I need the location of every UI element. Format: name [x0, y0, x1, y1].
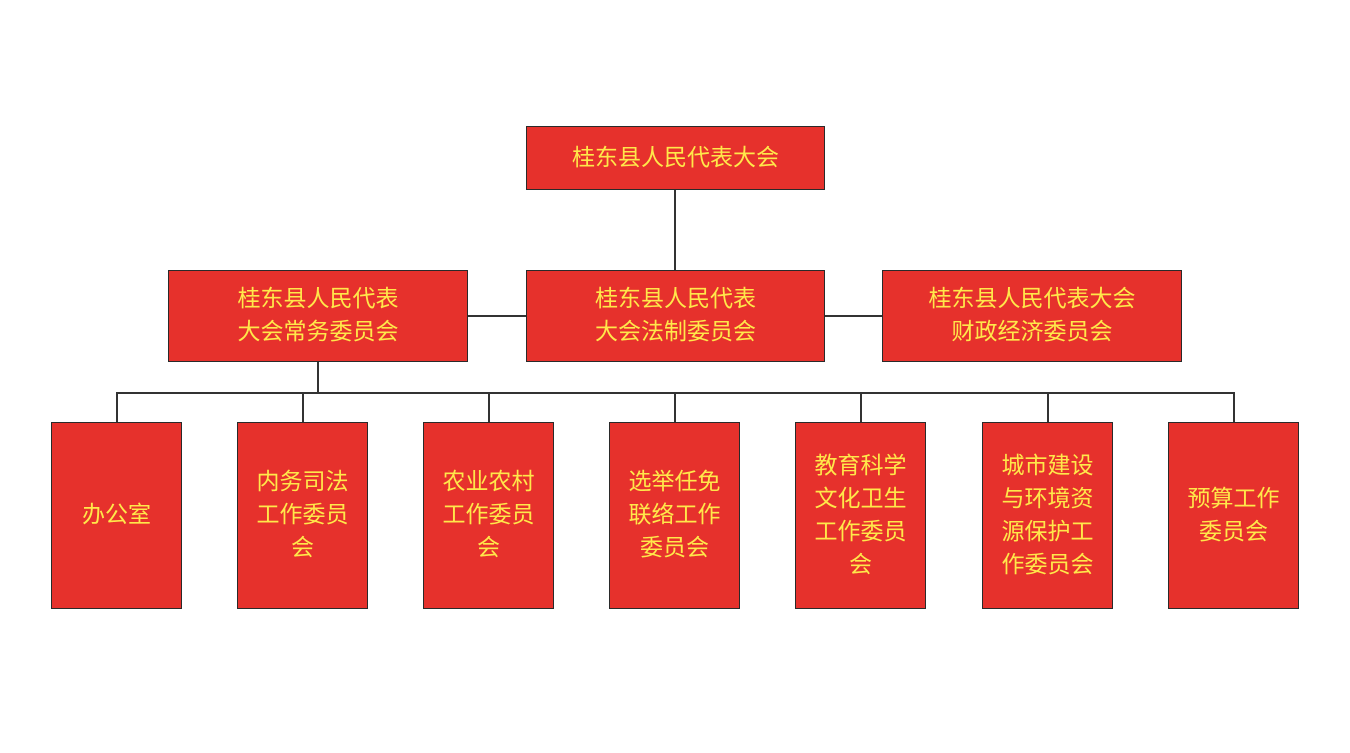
node-label-line: 源保护工	[1001, 518, 1094, 545]
connector-drop-1	[116, 392, 118, 423]
node-office: 办公室	[51, 422, 182, 609]
node-label: 桂东县人民代表大会常务委员会	[238, 283, 399, 349]
connector-drop-2	[302, 392, 304, 423]
node-budget-committee: 预算工作委员会	[1168, 422, 1299, 609]
node-label: 桂东县人民代表大会	[572, 142, 779, 175]
node-legal-committee: 桂东县人民代表大会法制委员会	[526, 270, 825, 362]
connector-drop-4	[674, 392, 676, 423]
node-label-line: 与环境资	[1001, 485, 1094, 512]
node-label: 桂东县人民代表大会法制委员会	[595, 283, 756, 349]
node-label-line: 工作委员	[814, 518, 907, 545]
node-finance-economic-committee: 桂东县人民代表大会财政经济委员会	[882, 270, 1182, 362]
node-label-line: 桂东县人民代表	[595, 286, 756, 312]
node-label-line: 选举任免	[628, 469, 721, 495]
node-label-line: 财政经济委员会	[951, 319, 1113, 345]
node-label-line: 桂东县人民代表	[237, 286, 399, 312]
connector-drop-5	[860, 392, 862, 423]
node-label-line: 大会法制委员会	[595, 319, 756, 345]
node-label-line: 预算工作	[1187, 485, 1280, 512]
node-label-line: 联络工作	[628, 502, 721, 528]
node-label-line: 桂东县人民代表大会	[572, 144, 779, 171]
node-internal-judicial-committee: 内务司法工作委员会	[237, 422, 368, 609]
node-label-line: 大会常务委员会	[237, 319, 399, 345]
node-label-line: 会	[291, 535, 314, 561]
node-label-line: 农业农村	[442, 469, 535, 495]
node-label-line: 会	[477, 535, 500, 561]
node-label: 农业农村工作委员会	[443, 466, 535, 565]
node-label-line: 委员会	[640, 535, 709, 561]
connector-drop-7	[1233, 392, 1235, 423]
node-label-line: 教育科学	[814, 452, 907, 479]
connector-standing-to-bus	[317, 361, 319, 392]
node-election-appointment-committee: 选举任免联络工作委员会	[609, 422, 740, 609]
node-label-line: 委员会	[1199, 518, 1268, 545]
node-agriculture-rural-committee: 农业农村工作委员会	[423, 422, 554, 609]
node-label: 城市建设与环境资源保护工作委员会	[1002, 450, 1094, 582]
node-label-line: 工作委员	[256, 502, 349, 528]
node-root-congress: 桂东县人民代表大会	[526, 126, 825, 190]
node-label-line: 内务司法	[256, 469, 349, 495]
connector-standing-to-legal	[467, 315, 526, 317]
node-label: 选举任免联络工作委员会	[629, 466, 721, 565]
node-label-line: 城市建设	[1001, 452, 1094, 479]
node-standing-committee: 桂东县人民代表大会常务委员会	[168, 270, 468, 362]
node-education-science-culture-health-committee: 教育科学文化卫生工作委员会	[795, 422, 926, 609]
node-urban-environment-resources-committee: 城市建设与环境资源保护工作委员会	[982, 422, 1113, 609]
node-label-line: 工作委员	[442, 502, 535, 528]
node-label-line: 文化卫生	[814, 485, 907, 512]
node-label: 教育科学文化卫生工作委员会	[815, 450, 907, 582]
connector-root-to-legal	[674, 189, 676, 271]
node-label-line: 桂东县人民代表大会	[928, 286, 1136, 312]
connector-drop-3	[488, 392, 490, 423]
node-label: 预算工作委员会	[1188, 483, 1280, 549]
connector-legal-to-finance	[824, 315, 882, 317]
connector-drop-6	[1047, 392, 1049, 423]
node-label-line: 作委员会	[1001, 551, 1094, 578]
node-label: 桂东县人民代表大会财政经济委员会	[929, 283, 1136, 349]
node-label-line: 会	[849, 551, 872, 578]
node-label: 内务司法工作委员会	[257, 466, 349, 565]
node-label: 办公室	[82, 499, 151, 532]
node-label-line: 办公室	[82, 502, 151, 528]
